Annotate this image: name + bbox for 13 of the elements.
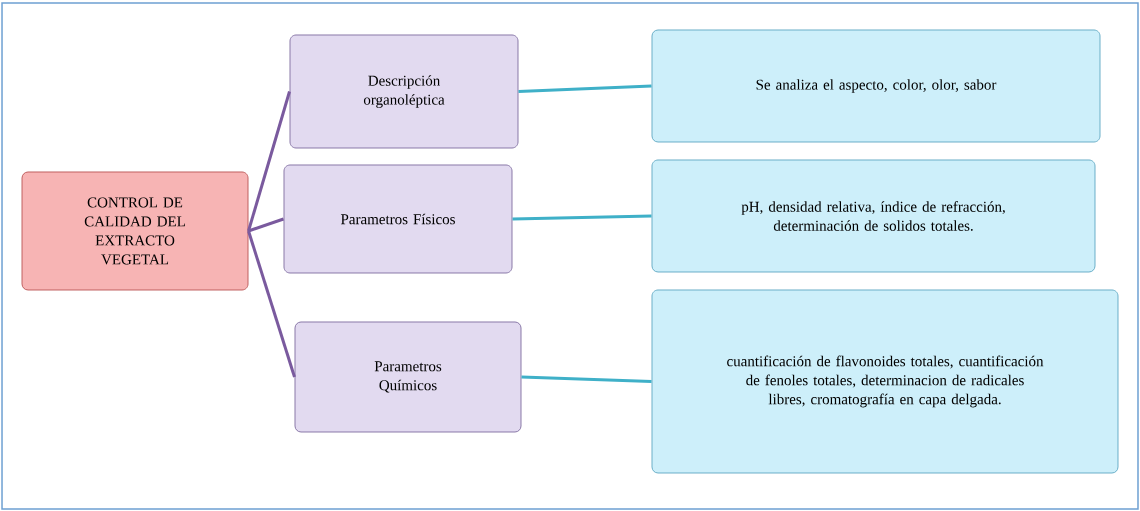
connector-line [521, 375, 652, 383]
category-box: Parametros Físicos [283, 164, 513, 274]
connector-line [247, 91, 291, 232]
title-box: CONTROL DE CALIDAD DEL EXTRACTO VEGETAL [21, 171, 249, 291]
connector-line [512, 214, 652, 221]
category-box: Parametros Químicos [294, 321, 522, 433]
connector-line [248, 217, 284, 233]
category-box: Descripción organoléptica [289, 34, 519, 149]
description-box: pH, densidad relativa, índice de refracción, determinación de solidos totales. [651, 159, 1096, 273]
connector-line [518, 84, 652, 93]
description-box: Se analiza el aspecto, color, olor, sabor [651, 29, 1101, 143]
description-box: cuantificación de flavonoides totales, cuantificación de fenoles totales, determinacion de radicales libres, cromatografía en capa delgada. [651, 289, 1119, 474]
connector-line [247, 230, 296, 378]
